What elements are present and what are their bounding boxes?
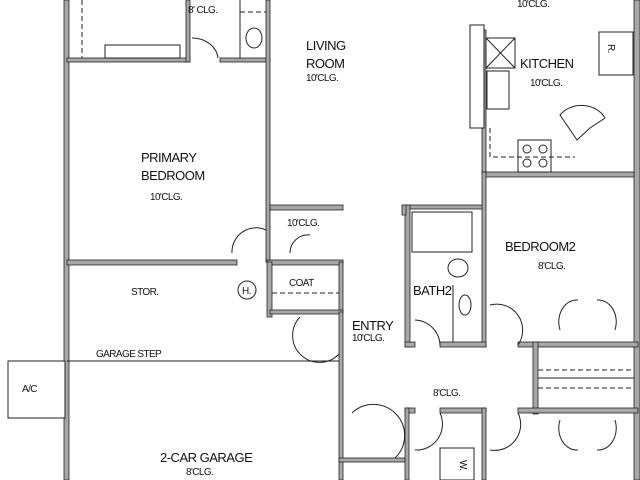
garage-step-label: GARAGE STEP [96,349,162,360]
walls [63,0,640,480]
fridge-label: R. [605,44,616,53]
entry-label: ENTRY [352,318,394,333]
bathtub [411,211,473,253]
living-room-label: LIVING [306,38,346,53]
primary-bedroom-label-2: BEDROOM [141,168,205,183]
range-icon [517,139,552,173]
door-swing-icon [191,37,219,59]
sink-icon [245,27,263,49]
storage-label: STOR. [131,287,158,298]
ac-unit [7,360,66,419]
garage-ceiling: 8'CLG. [186,467,213,478]
coat-label: COAT [289,278,314,289]
top-bath-ceiling: 8' CLG. [188,5,217,16]
door-swings [414,299,617,451]
closet-door-icon [231,227,311,254]
dining-ceiling: 10'CLG. [517,0,549,10]
living-room-ceiling: 10'CLG. [306,73,338,84]
hall-closet-ceiling: 10'CLG. [287,218,319,229]
garage-label: 2-CAR GARAGE [160,450,253,465]
heater-label: H. [242,286,251,297]
bath-sink-icon [458,294,472,316]
fixtures [7,0,634,480]
kitchen-sink-icon [486,70,510,110]
bedroom2-label: BEDROOM2 [505,239,576,254]
washer-label: W. [457,460,468,470]
living-room-label-2: ROOM [306,56,344,71]
water-heater-icon [237,280,257,300]
primary-bedroom-ceiling: 10'CLG. [150,192,182,203]
pantry-door-icon [559,104,606,141]
kitchen-counter [469,24,485,129]
room-labels: 8' CLG. 10'CLG. LIVING ROOM 10'CLG. KITC… [22,0,616,478]
entry-door-icon [292,316,340,363]
ac-label: A/C [22,384,37,395]
washer [439,447,475,480]
garage-door-icon [351,403,406,459]
hallway-ceiling: 8'CLG. [433,388,460,399]
fridge [598,31,634,76]
entry-ceiling: 10'CLG. [352,333,384,344]
kitchen-ceiling: 10'CLG. [530,78,562,89]
kitchen-label: KITCHEN [520,56,574,71]
bedroom2-ceiling: 8'CLG. [538,261,565,272]
toilet-icon [447,258,469,278]
primary-bedroom-label: PRIMARY [141,150,197,165]
bath2-label: BATH2 [413,283,452,298]
